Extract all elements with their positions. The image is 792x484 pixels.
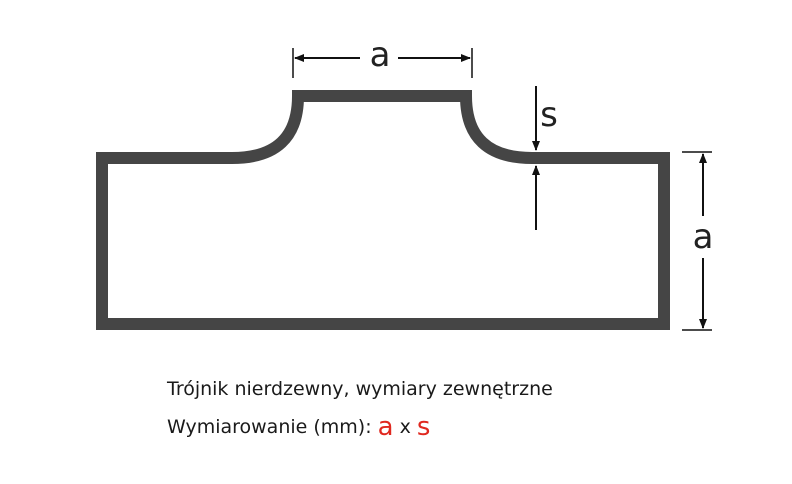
caption-dimensions-prefix: Wymiarowanie (mm): xyxy=(167,416,372,438)
caption-dim-a: a xyxy=(377,412,394,442)
caption-dim-s: s xyxy=(416,412,431,442)
tee-outline xyxy=(96,90,670,330)
s-dimension-label: s xyxy=(540,95,558,135)
right-dimension-label: a xyxy=(693,217,714,257)
caption-title: Trójnik nierdzewny, wymiary zewnętrzne xyxy=(167,378,553,400)
top-dimension-label: a xyxy=(370,35,391,75)
caption-times: x xyxy=(399,416,411,438)
